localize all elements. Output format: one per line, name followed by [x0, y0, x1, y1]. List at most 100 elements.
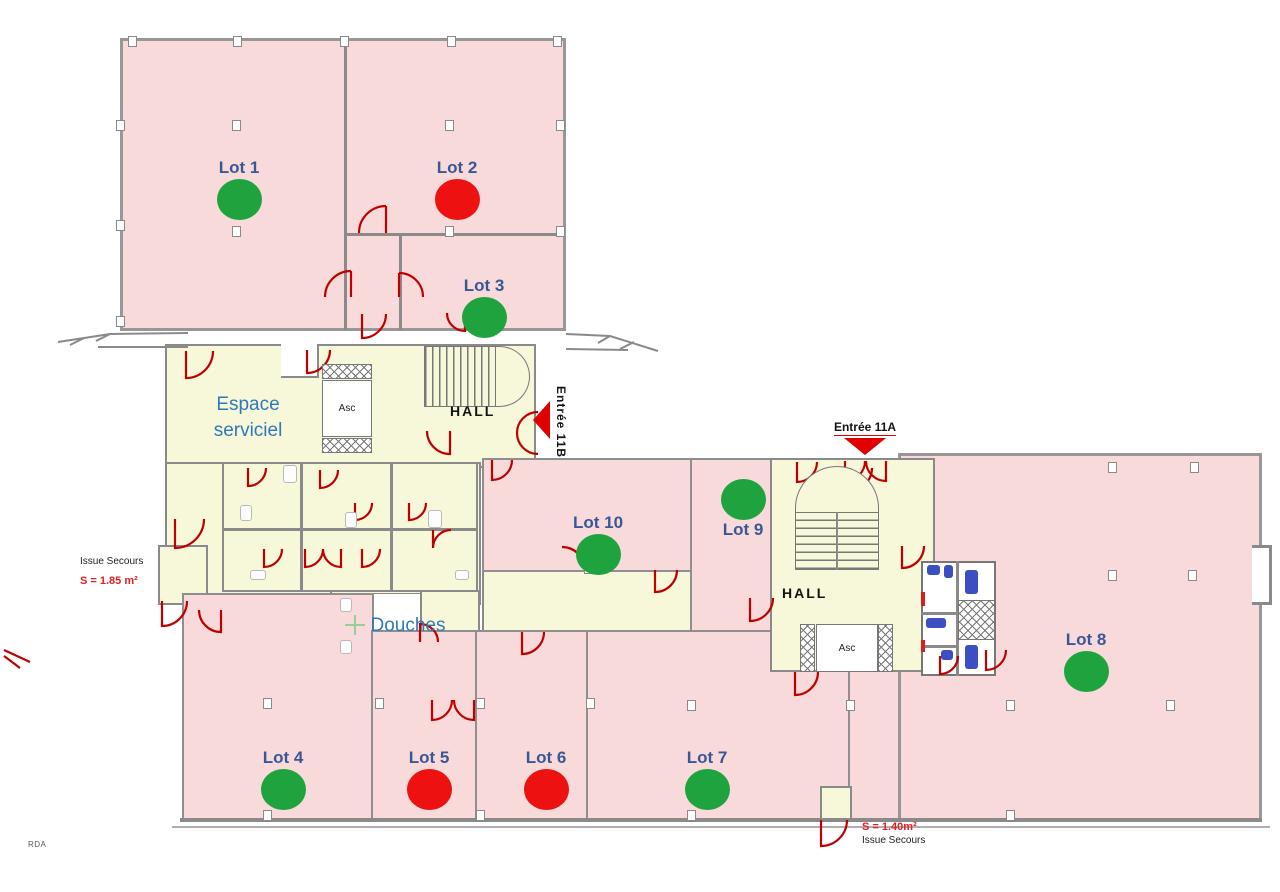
exit-surface: S = 1.85 m²: [80, 575, 138, 587]
lot-status-dot: [684, 769, 730, 810]
column-marker: [340, 36, 349, 47]
toilet-icon: [944, 565, 953, 578]
lot-status-dot: [720, 479, 766, 520]
wc-fixture: [455, 570, 469, 580]
wall: [222, 528, 478, 531]
lot-status-dot: [260, 769, 306, 810]
lot-status-dot: [434, 179, 480, 220]
lot-marker-lot-7[interactable]: Lot 7: [661, 748, 753, 810]
lot-marker-lot-5[interactable]: Lot 5: [383, 748, 475, 810]
facade-notch: [1252, 545, 1262, 605]
toilet-icon: [927, 565, 940, 575]
outer-wall-bottom: [180, 818, 1262, 822]
column-marker: [232, 120, 241, 131]
lot-status-dot: [461, 297, 507, 338]
column-marker: [1166, 700, 1175, 711]
column-marker: [1188, 570, 1197, 581]
column-marker: [445, 120, 454, 131]
column-marker: [447, 36, 456, 47]
lot-marker-lot-10[interactable]: Lot 10: [552, 513, 644, 575]
lot-marker-lot-2[interactable]: Lot 2: [411, 158, 503, 220]
elevator-shaft-hatch: [322, 364, 372, 379]
sheet-note: RDA: [28, 840, 47, 849]
column-marker: [232, 226, 241, 237]
elevator-shaft-hatch: [878, 624, 893, 672]
wc-block-outline: [222, 462, 478, 592]
wall: [344, 233, 564, 236]
column-marker: [556, 226, 565, 237]
toilet-icon: [965, 570, 978, 594]
toilet-icon: [941, 650, 953, 660]
lot-marker-lot-9[interactable]: Lot 9: [697, 478, 789, 540]
column-marker: [553, 36, 562, 47]
column-marker: [1006, 810, 1015, 821]
staircase-top-hall: [424, 346, 496, 407]
wc-fixture: [345, 512, 357, 528]
wall: [344, 40, 347, 330]
elevator-label: Asc: [338, 403, 356, 414]
wall: [921, 612, 957, 615]
lot-label: Lot 10: [572, 513, 624, 532]
lot-marker-lot-1[interactable]: Lot 1: [193, 158, 285, 220]
hall-right-label: HALL: [782, 585, 828, 601]
elevator-shaft-hatch: [322, 438, 372, 453]
lot-status-dot: [216, 179, 262, 220]
column-marker: [476, 698, 485, 709]
douches-label: Douches: [370, 615, 446, 636]
column-marker: [687, 810, 696, 821]
stair-divider: [836, 512, 838, 570]
hall-top-label: HALL: [450, 403, 496, 419]
wall: [399, 233, 402, 330]
exit-label: Issue Secours: [80, 556, 144, 567]
wall: [921, 645, 957, 648]
lot-marker-lot-8[interactable]: Lot 8: [1040, 630, 1132, 692]
lot-label: Lot 7: [686, 748, 728, 767]
entrance-arrow-down-icon: [844, 438, 886, 455]
lot-status-dot: [575, 534, 621, 575]
lot-label: Lot 6: [525, 748, 567, 767]
lot-marker-lot-6[interactable]: Lot 6: [500, 748, 592, 810]
column-marker: [1190, 462, 1199, 473]
lot-marker-lot-3[interactable]: Lot 3: [438, 276, 530, 338]
column-marker: [1108, 570, 1117, 581]
column-marker: [476, 810, 485, 821]
entrance-11a: Entrée 11A: [810, 418, 920, 455]
wall: [1269, 545, 1272, 605]
exit-surface: S = 1.40m²: [862, 821, 917, 833]
outer-wall-bottom-outline: [172, 826, 1270, 828]
column-marker: [687, 700, 696, 711]
bottom-exit-lobby: [820, 786, 852, 820]
wall: [1252, 545, 1272, 548]
lot-label: Lot 8: [1065, 630, 1107, 649]
column-marker: [1108, 462, 1117, 473]
restroom-hatch: [958, 600, 995, 640]
entrance-11a-label: Entrée 11A: [833, 420, 897, 436]
column-marker: [263, 810, 272, 821]
emergency-exit-bottom: S = 1.40m² Issue Secours: [862, 820, 958, 847]
lot-label: Lot 3: [463, 276, 505, 295]
lot-label: Lot 9: [722, 520, 764, 539]
sink-icon: [926, 618, 946, 628]
lot-label: Lot 2: [436, 158, 478, 177]
column-marker: [263, 698, 272, 709]
lot-label: Lot 5: [408, 748, 450, 767]
door-mark: [921, 640, 925, 652]
elevator-label: Asc: [838, 642, 856, 654]
shower-fixture: [340, 640, 352, 654]
lot-marker-lot-4[interactable]: Lot 4: [237, 748, 329, 810]
elevator-top: Asc: [322, 380, 372, 437]
column-marker: [233, 36, 242, 47]
wall: [956, 561, 959, 676]
lot-status-dot: [406, 769, 452, 810]
wc-fixture: [240, 505, 252, 521]
elevator-right: Asc: [816, 624, 878, 672]
column-marker: [375, 698, 384, 709]
column-marker: [116, 316, 125, 327]
wall: [1252, 602, 1272, 605]
lot-label: Lot 4: [262, 748, 304, 767]
shower-fixture: [340, 598, 352, 612]
column-marker: [586, 698, 595, 709]
lot-label: Lot 1: [218, 158, 260, 177]
toilet-icon: [965, 645, 978, 669]
wall: [300, 462, 303, 592]
